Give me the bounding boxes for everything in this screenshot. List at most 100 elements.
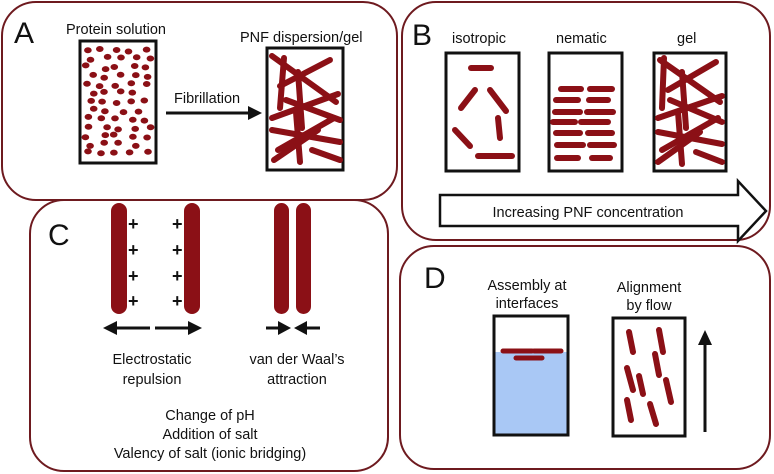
protein-monomer (95, 83, 104, 90)
electrostatic-caption-line2: repulsion (123, 372, 182, 388)
interface-fibrils (500, 348, 564, 361)
plus-sign: + (128, 240, 139, 260)
interface-container (492, 314, 570, 437)
panel-b-frame (401, 1, 771, 241)
protein-monomer (132, 72, 140, 79)
protein-solution-label: Protein solution (66, 22, 166, 38)
protein-monomer (142, 81, 151, 87)
protein-monomer (128, 89, 137, 96)
attraction-arrows (266, 321, 320, 335)
charged-fibril-right (184, 203, 200, 314)
panel-b: B isotropic nematic gel Increasing PNF c… (401, 1, 771, 245)
panel-d: D Assembly at interfaces Alignment by fl… (399, 245, 771, 470)
fibrillation-label: Fibrillation (174, 91, 240, 107)
protein-monomer (86, 56, 95, 63)
protein-monomer (101, 132, 110, 139)
protein-monomer (129, 116, 137, 123)
panel-b-letter: B (412, 19, 432, 52)
nematic-fibrils (550, 86, 617, 161)
fibril (277, 57, 333, 89)
protein-monomer (117, 54, 125, 61)
protein-monomer (89, 105, 98, 112)
fibril (647, 401, 659, 427)
fibril (624, 397, 634, 423)
positive-charges-left: + + + + (128, 214, 139, 311)
panel-a: A Protein solution PNF dispersion/gel Fi… (1, 1, 398, 201)
protein-monomer (84, 148, 92, 155)
protein-monomer (112, 47, 121, 53)
plus-sign: + (172, 240, 183, 260)
protein-monomer (100, 74, 108, 81)
fibril (665, 59, 719, 93)
state-gel-label: gel (677, 31, 696, 47)
panel-c: C + + + + + + + + Electrostatic (29, 199, 389, 472)
protein-monomer (86, 142, 94, 149)
protein-monomer (119, 109, 128, 116)
attracting-fibril-left (274, 203, 289, 314)
fibril (309, 147, 343, 163)
fibril (452, 127, 473, 149)
flow-container (611, 316, 687, 438)
attracting-fibril-right (296, 203, 311, 314)
protein-monomer (141, 64, 150, 71)
protein-monomer (140, 97, 149, 104)
protein-monomer (84, 123, 93, 130)
fibril (271, 127, 321, 163)
state-isotropic-label: isotropic (452, 31, 506, 47)
protein-monomer (146, 124, 155, 131)
protein-monomer (144, 148, 152, 155)
protein-monomer (84, 113, 93, 120)
fibril (626, 329, 636, 355)
fibril (693, 149, 725, 165)
flow-caption-line1: Alignment (617, 280, 681, 296)
factor-ph: Change of pH (165, 408, 254, 424)
plus-sign: + (128, 214, 139, 234)
protein-monomer (109, 131, 118, 138)
protein-monomer (96, 46, 104, 52)
protein-monomer (140, 117, 149, 124)
protein-monomer (132, 54, 141, 61)
panel-d-frame (399, 245, 771, 470)
protein-monomer (124, 48, 133, 55)
protein-monomer (87, 97, 95, 104)
protein-monomer (112, 100, 121, 106)
protein-monomer (90, 90, 98, 97)
vdw-caption-line2: attraction (267, 372, 327, 388)
protein-monomer (131, 125, 139, 132)
protein-monomer (98, 98, 106, 105)
factor-valency: Valency of salt (ionic bridging) (114, 446, 306, 462)
fibril (652, 351, 662, 378)
protein-monomer (125, 149, 134, 156)
protein-monomer (143, 134, 151, 141)
concentration-arrow (438, 177, 768, 245)
liquid-phase (494, 352, 568, 435)
pnf-dispersion-label: PNF dispersion/gel (240, 30, 363, 46)
protein-monomer (81, 134, 90, 141)
protein-monomer (84, 47, 92, 54)
protein-monomer (111, 115, 119, 122)
protein-monomer (83, 80, 91, 87)
pnf-fibril-network-a (269, 53, 343, 165)
concentration-arrow-label: Increasing PNF concentration (492, 205, 683, 221)
protein-monomer (127, 98, 135, 105)
protein-monomer (110, 149, 118, 156)
fibril (624, 365, 636, 393)
protein-monomer (142, 46, 151, 53)
protein-monomer (116, 88, 125, 95)
fibril (495, 115, 503, 141)
plus-sign: + (172, 266, 183, 286)
protein-monomer (97, 115, 106, 122)
repulsion-arrows (103, 321, 202, 335)
protein-monomer (81, 62, 90, 69)
vdw-caption-line1: van der Waal’s (249, 352, 344, 368)
fibril (657, 57, 723, 105)
protein-monomer (114, 126, 122, 133)
gel-fibrils (655, 55, 725, 167)
positive-charges-right: + + + + (172, 214, 183, 311)
plus-sign: + (128, 266, 139, 286)
protein-monomer (134, 108, 143, 115)
protein-monomer (100, 88, 108, 95)
panel-c-frame (29, 199, 389, 472)
protein-monomer (103, 53, 112, 60)
